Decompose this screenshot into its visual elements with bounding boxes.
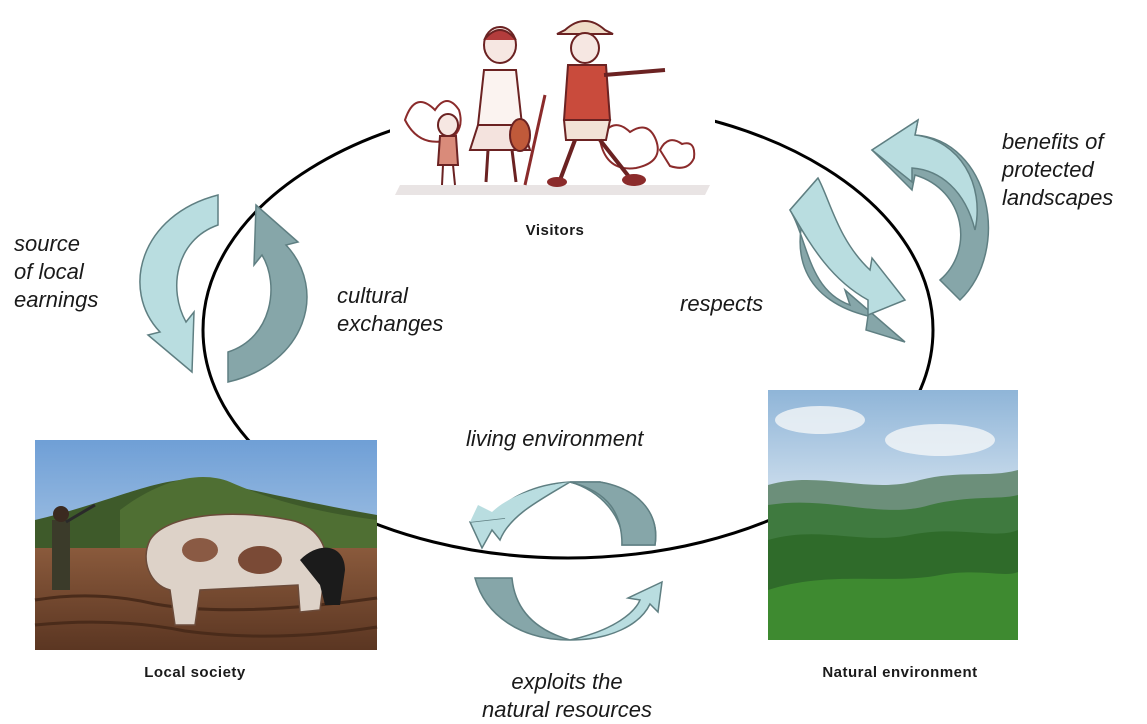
visitors-label: Visitors — [525, 222, 585, 239]
arrow-exploits-natural-resources — [474, 577, 571, 641]
respects-label: respects — [680, 291, 764, 316]
living-environment-label: living environment — [466, 426, 644, 451]
visitors-illustration — [390, 0, 715, 198]
benefits-of-protected-landscapes-label: benefits of protected landscapes — [1002, 129, 1114, 210]
arrow-respects — [789, 177, 906, 343]
natural-environment-label: Natural environment — [822, 664, 978, 681]
natural-environment-photo — [768, 390, 1018, 640]
local-society-label: Local society — [144, 664, 246, 681]
source-of-local-earnings-label: source of local earnings — [14, 231, 99, 312]
arrow-source-of-local-earnings — [139, 194, 219, 374]
local-society-photo — [34, 440, 378, 650]
cultural-exchanges-label: cultural exchanges — [337, 283, 444, 336]
exploits-natural-resources-label: exploits the natural resources — [482, 669, 652, 722]
arrow-cultural-exchanges — [227, 203, 308, 383]
